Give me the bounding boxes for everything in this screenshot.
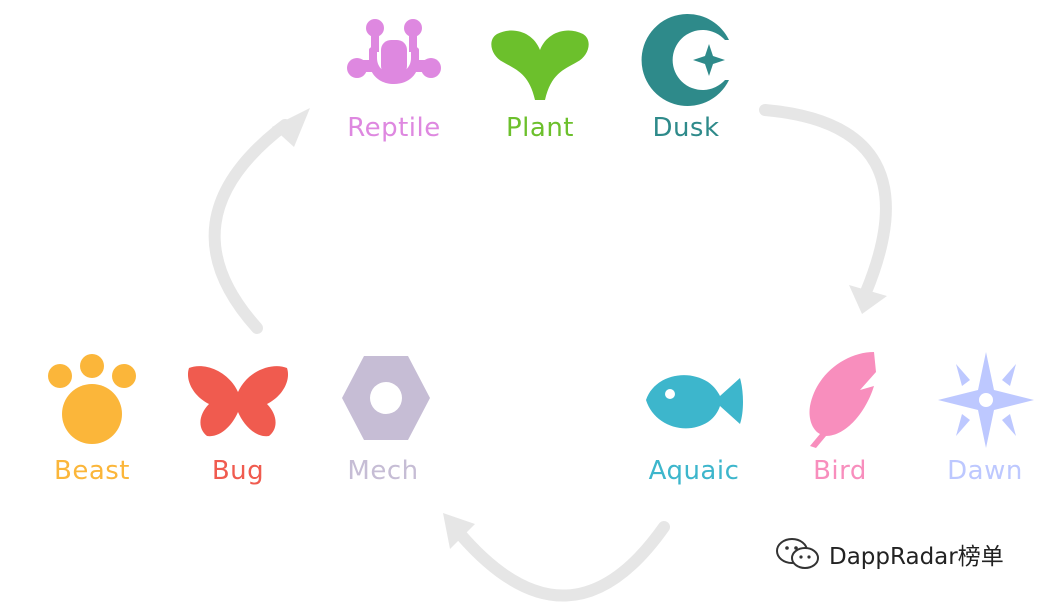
reptile-icon — [347, 19, 441, 84]
arrowhead-beast-to-reptile — [272, 108, 310, 147]
arrowhead-aquatic-to-mech — [443, 513, 475, 549]
label-bug: Bug — [211, 456, 265, 486]
watermark: DappRadar榜单 — [775, 536, 1004, 572]
arrow-beast-to-reptile — [208, 119, 291, 334]
label-dusk: Dusk — [652, 113, 720, 143]
paw-icon — [48, 354, 136, 444]
fish-icon — [646, 375, 743, 429]
label-mech: Mech — [347, 456, 419, 486]
leaf-icon — [491, 30, 589, 100]
hex-nut-icon — [342, 356, 430, 440]
arrow-aquatic-to-mech — [455, 521, 670, 602]
label-beast: Beast — [53, 456, 130, 486]
label-aquatic: Aquaic — [648, 456, 740, 486]
feather-icon — [809, 352, 876, 448]
butterfly-icon — [187, 366, 289, 437]
label-reptile: Reptile — [347, 113, 441, 143]
label-plant: Plant — [505, 113, 574, 143]
wechat-icon — [776, 538, 819, 569]
arrow-dusk-to-aquatic — [759, 104, 892, 298]
star-icon — [938, 352, 1034, 448]
label-bird: Bird — [813, 456, 867, 486]
label-dawn: Dawn — [947, 456, 1023, 486]
arrowhead-dusk-to-aquatic — [849, 285, 887, 314]
watermark-text: DappRadar榜单 — [829, 544, 1004, 570]
crescent-moon-star-icon — [641, 13, 729, 106]
